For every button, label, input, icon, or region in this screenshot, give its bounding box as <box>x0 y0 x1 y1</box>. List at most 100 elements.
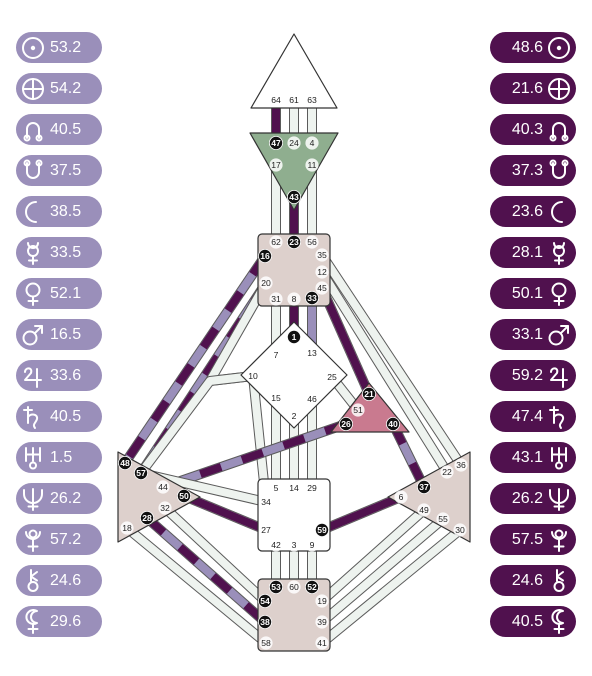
gate-10[interactable]: 10 <box>246 369 260 383</box>
gate-36[interactable]: 36 <box>454 458 468 472</box>
gate-50[interactable]: 50 <box>176 488 191 503</box>
gate-19[interactable]: 19 <box>315 594 329 608</box>
personality-uranus-pill[interactable]: 43.1 <box>490 442 576 473</box>
gate-34[interactable]: 34 <box>259 495 273 509</box>
gate-62[interactable]: 62 <box>269 235 283 249</box>
gate-57[interactable]: 57 <box>133 465 148 480</box>
gate-60[interactable]: 60 <box>287 580 301 594</box>
personality-lilith-pill[interactable]: 40.5 <box>490 606 576 637</box>
gate-32[interactable]: 32 <box>158 501 172 515</box>
channel-40-37[interactable] <box>388 421 429 490</box>
channel-35-36[interactable] <box>317 252 466 468</box>
design-neptune-pill[interactable]: 26.2 <box>16 483 102 514</box>
gate-38[interactable]: 38 <box>257 615 272 630</box>
design-uranus-pill[interactable]: 1.5 <box>16 442 102 473</box>
design-sun-pill[interactable]: 53.2 <box>16 32 102 63</box>
gate-27[interactable]: 27 <box>259 523 273 537</box>
center-g[interactable] <box>240 321 348 429</box>
channel-32-54[interactable] <box>161 504 269 605</box>
gate-5[interactable]: 5 <box>269 481 283 495</box>
design-mars-pill[interactable]: 16.5 <box>16 319 102 350</box>
personality-moon-pill[interactable]: 23.6 <box>490 196 576 227</box>
gate-43[interactable]: 43 <box>286 189 301 204</box>
gate-1[interactable]: 1 <box>286 329 301 344</box>
gate-53[interactable]: 53 <box>268 580 283 595</box>
personality-earth-pill[interactable]: 21.6 <box>490 73 576 104</box>
gate-40[interactable]: 40 <box>385 416 400 431</box>
gate-13[interactable]: 13 <box>305 346 319 360</box>
personality-venus-pill[interactable]: 50.1 <box>490 278 576 309</box>
gate-2[interactable]: 2 <box>287 409 301 423</box>
gate-6[interactable]: 6 <box>394 490 408 504</box>
gate-8[interactable]: 8 <box>287 292 301 306</box>
gate-7[interactable]: 7 <box>269 348 283 362</box>
gate-61[interactable]: 61 <box>287 93 301 107</box>
gate-52[interactable]: 52 <box>304 580 319 595</box>
gate-18[interactable]: 18 <box>120 521 134 535</box>
design-venus-pill[interactable]: 52.1 <box>16 278 102 309</box>
channel-12-22[interactable] <box>317 269 452 475</box>
gate-45[interactable]: 45 <box>315 281 329 295</box>
center-head[interactable] <box>250 33 338 109</box>
gate-29[interactable]: 29 <box>305 481 319 495</box>
channel-41-30[interactable] <box>318 526 464 647</box>
gate-51[interactable]: 51 <box>351 403 365 417</box>
gate-41[interactable]: 41 <box>315 636 329 650</box>
gate-25[interactable]: 25 <box>325 370 339 384</box>
gate-16[interactable]: 16 <box>257 248 272 263</box>
channel-19-49[interactable] <box>318 506 428 605</box>
design-pluto-pill[interactable]: 57.2 <box>16 524 102 555</box>
gate-42[interactable]: 42 <box>269 538 283 552</box>
gate-21[interactable]: 21 <box>361 386 376 401</box>
gate-23[interactable]: 23 <box>286 234 301 249</box>
channel-50-27[interactable] <box>182 491 268 535</box>
gate-22[interactable]: 22 <box>440 465 454 479</box>
gate-20[interactable]: 20 <box>259 276 273 290</box>
personality-mars-pill[interactable]: 33.1 <box>490 319 576 350</box>
personality-chiron-pill[interactable]: 24.6 <box>490 565 576 596</box>
channel-18-58[interactable] <box>123 524 270 647</box>
gate-28[interactable]: 28 <box>139 510 154 525</box>
channel-26-44[interactable] <box>161 419 348 492</box>
channel-10-57[interactable] <box>137 371 254 476</box>
gate-49[interactable]: 49 <box>417 503 431 517</box>
gate-24[interactable]: 24 <box>287 136 301 150</box>
gate-46[interactable]: 46 <box>305 392 319 406</box>
personality-pluto-pill[interactable]: 57.5 <box>490 524 576 555</box>
personality-sun-pill[interactable]: 48.6 <box>490 32 576 63</box>
design-earth-pill[interactable]: 54.2 <box>16 73 102 104</box>
design-mercury-pill[interactable]: 33.5 <box>16 237 102 268</box>
gate-55[interactable]: 55 <box>436 512 450 526</box>
design-lilith-pill[interactable]: 29.6 <box>16 606 102 637</box>
gate-59[interactable]: 59 <box>314 523 329 538</box>
center-throat[interactable] <box>257 233 331 307</box>
gate-26[interactable]: 26 <box>338 416 353 431</box>
design-south-node-pill[interactable]: 37.5 <box>16 155 102 186</box>
design-saturn-pill[interactable]: 40.5 <box>16 401 102 432</box>
gate-56[interactable]: 56 <box>305 235 319 249</box>
gate-9[interactable]: 9 <box>305 538 319 552</box>
gate-48[interactable]: 48 <box>118 455 133 470</box>
channel-45-21[interactable] <box>317 285 374 397</box>
design-moon-pill[interactable]: 38.5 <box>16 196 102 227</box>
gate-31[interactable]: 31 <box>269 292 283 306</box>
gate-11[interactable]: 11 <box>305 158 319 172</box>
channel-28-38[interactable] <box>143 514 269 626</box>
gate-64[interactable]: 64 <box>269 93 283 107</box>
personality-south-node-pill[interactable]: 37.3 <box>490 155 576 186</box>
gate-63[interactable]: 63 <box>305 93 319 107</box>
gate-3[interactable]: 3 <box>287 538 301 552</box>
gate-37[interactable]: 37 <box>416 479 431 494</box>
gate-4[interactable]: 4 <box>305 136 319 150</box>
gate-14[interactable]: 14 <box>287 481 301 495</box>
gate-35[interactable]: 35 <box>315 248 329 262</box>
gate-17[interactable]: 17 <box>269 158 283 172</box>
gate-30[interactable]: 30 <box>453 523 467 537</box>
gate-15[interactable]: 15 <box>269 391 283 405</box>
gate-39[interactable]: 39 <box>315 615 329 629</box>
gate-33[interactable]: 33 <box>304 290 319 305</box>
gate-12[interactable]: 12 <box>315 265 329 279</box>
design-chiron-pill[interactable]: 24.6 <box>16 565 102 596</box>
personality-north-node-pill[interactable]: 40.3 <box>490 114 576 145</box>
channel-39-55[interactable] <box>318 515 447 626</box>
